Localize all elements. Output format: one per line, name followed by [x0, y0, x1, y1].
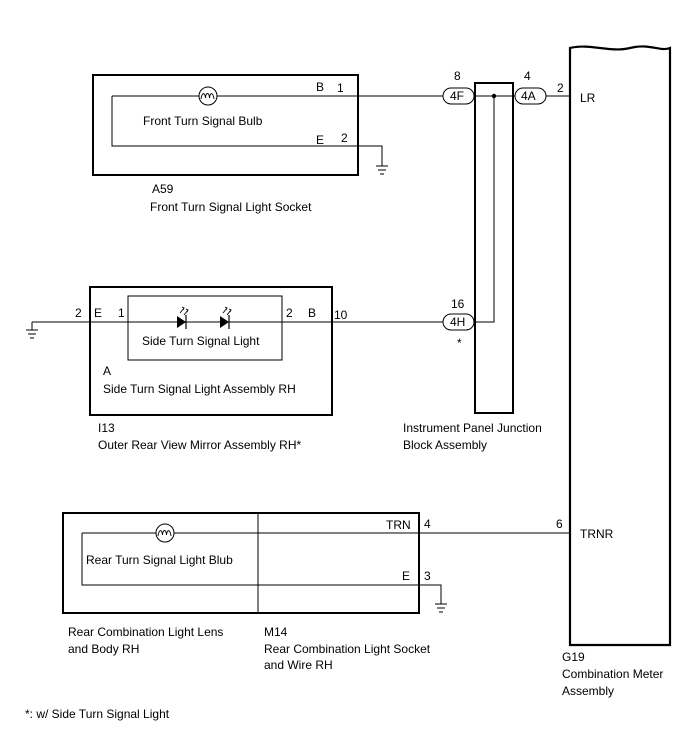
meter-pin-trnr: 6	[556, 517, 563, 531]
ground-icon	[26, 322, 38, 339]
connector-4h: 4H	[442, 313, 475, 331]
combination-meter-box	[568, 45, 672, 647]
rear-pin-e: 3	[424, 569, 431, 583]
meter-name-2: Assembly	[562, 684, 614, 698]
rear-socket-name-1: Rear Combination Light Socket	[264, 642, 431, 656]
front-bulb-label: Front Turn Signal Bulb	[143, 114, 263, 128]
front-socket-box	[92, 74, 359, 176]
junction-block-name-1: Instrument Panel Junction	[403, 421, 542, 435]
side-light-label: Side Turn Signal Light	[142, 334, 260, 348]
side-assembly-name: Side Turn Signal Light Assembly RH	[103, 382, 296, 396]
front-bulb-wire-loop	[111, 96, 358, 147]
mirror-pin-e: 2	[75, 306, 82, 320]
junction-pin-4a: 4	[524, 69, 531, 83]
rear-socket-name-2: and Wire RH	[264, 658, 333, 672]
rear-lens-name-1: Rear Combination Light Lens	[68, 625, 223, 639]
front-term-b: B	[316, 80, 324, 94]
side-assembly-code: A	[103, 364, 111, 378]
svg-text:4H: 4H	[450, 315, 465, 329]
junction-block-box	[474, 82, 514, 414]
junction-pin-4h: 16	[451, 297, 465, 311]
meter-code: G19	[562, 650, 585, 664]
front-socket-code: A59	[152, 182, 174, 196]
mirror-pin-b: 10	[334, 308, 348, 322]
connector-4f: 4F	[442, 87, 475, 105]
side-light-inner-box	[127, 295, 283, 361]
svg-text:4A: 4A	[521, 89, 536, 103]
junction-block-name-2: Block Assembly	[403, 438, 487, 452]
ground-icon	[376, 165, 388, 175]
junction-pin-4f: 8	[454, 69, 461, 83]
front-socket-name: Front Turn Signal Light Socket	[150, 200, 312, 214]
svg-text:4F: 4F	[450, 89, 464, 103]
rear-lens-name-2: and Body RH	[68, 642, 139, 656]
meter-term-lr: LR	[580, 91, 596, 105]
ground-icon	[435, 603, 447, 613]
mirror-assembly-name: Outer Rear View Mirror Assembly RH*	[98, 438, 301, 452]
mirror-term-b: B	[308, 306, 316, 320]
rear-bulb-label: Rear Turn Signal Light Blub	[86, 553, 233, 567]
meter-name-1: Combination Meter	[562, 667, 663, 681]
led-icon	[177, 306, 189, 329]
led-pin-1: 1	[118, 306, 125, 320]
rear-light-box	[62, 512, 420, 614]
rear-bulb-icon	[155, 523, 175, 543]
junction-bus-vertical	[474, 96, 495, 323]
front-term-e: E	[316, 133, 324, 147]
junction-asterisk: *	[457, 336, 462, 350]
meter-term-trnr: TRNR	[580, 527, 614, 541]
mirror-assembly-code: I13	[98, 421, 115, 435]
rear-bulb-wire-loop	[81, 533, 419, 586]
rear-socket-code: M14	[264, 625, 288, 639]
rear-pin-trn: 4	[424, 517, 431, 531]
connector-4a: 4A	[514, 87, 547, 105]
footnote: *: w/ Side Turn Signal Light	[25, 707, 170, 721]
rear-term-e: E	[402, 569, 410, 583]
mirror-assembly-box	[89, 286, 333, 416]
front-pin-b: 1	[337, 81, 344, 95]
wire-rear-ground	[419, 584, 442, 604]
junction-dot	[491, 93, 497, 99]
mirror-term-e: E	[94, 306, 102, 320]
front-pin-e: 2	[341, 131, 348, 145]
rear-term-trn: TRN	[386, 518, 411, 532]
led-icon	[220, 306, 232, 329]
led-pin-2: 2	[286, 306, 293, 320]
wire-front-ground	[358, 145, 383, 166]
front-bulb-icon	[198, 86, 218, 106]
meter-pin-lr: 2	[557, 81, 564, 95]
